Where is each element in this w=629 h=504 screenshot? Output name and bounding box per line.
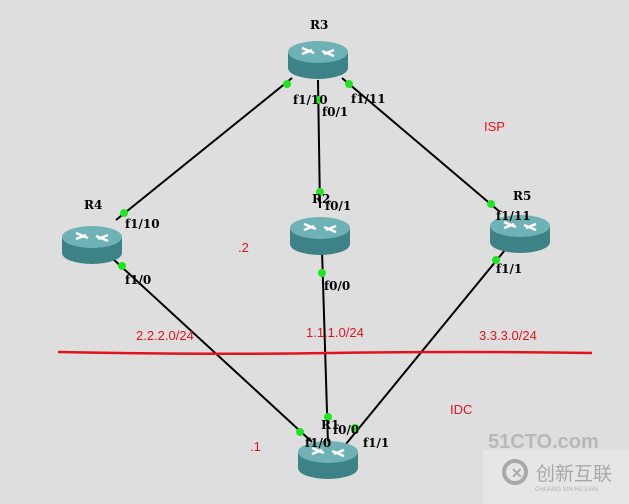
- logo-icon: ✕: [511, 465, 523, 481]
- port-dot: [492, 256, 500, 264]
- watermark-brand-en: CHUANG XIN HU LIAN: [535, 487, 598, 493]
- port-dot: [314, 96, 322, 104]
- port-dot: [318, 269, 326, 277]
- watermark-brand: 创新互联: [536, 463, 612, 485]
- port-label: f1/0: [125, 273, 151, 287]
- link-r3-r5[interactable]: [341, 77, 501, 213]
- host-label: .1: [250, 439, 261, 454]
- links: [111, 77, 506, 445]
- router-r3[interactable]: [286, 39, 350, 81]
- port-dot: [324, 413, 332, 421]
- port-dot: [316, 188, 324, 196]
- isp-label: ISP: [484, 119, 505, 134]
- port-dot: [351, 424, 359, 432]
- port-label: f0/1: [322, 105, 348, 119]
- router-r4[interactable]: [60, 224, 124, 266]
- port-label: f1/11: [496, 209, 531, 223]
- port-dot: [487, 200, 495, 208]
- port-label: f1/1: [363, 436, 389, 450]
- boundary-line: [57, 350, 593, 356]
- watermark: 51CTO.com ✕ 创新互联 CHUANG XIN HU LIAN: [483, 431, 629, 504]
- router-label-r3: R3: [310, 18, 328, 32]
- router-label-r2: R2: [312, 192, 330, 206]
- watermark-top: 51CTO.com: [488, 431, 599, 453]
- port-label: f1/1: [496, 262, 522, 276]
- port-dot: [118, 262, 126, 270]
- router-label-r5: R5: [513, 189, 531, 203]
- router-label-r4: R4: [84, 198, 102, 212]
- port-label: f1/10: [125, 217, 160, 231]
- port-label: f1/11: [351, 92, 386, 106]
- link-r5-r1[interactable]: [345, 249, 506, 445]
- router-r2[interactable]: [288, 215, 352, 257]
- idc-label: IDC: [450, 402, 472, 417]
- port-dot: [296, 428, 304, 436]
- router-label-r1: R1: [321, 418, 339, 432]
- network-label: 2.2.2.0/24: [136, 328, 194, 343]
- link-r2-r1[interactable]: [321, 249, 329, 445]
- port-label: f1/10: [293, 93, 328, 107]
- port-dot: [345, 80, 353, 88]
- network-label: 1.1.1.0/24: [306, 325, 364, 340]
- link-r3-r4[interactable]: [115, 77, 293, 221]
- port-label: f0/1: [325, 199, 351, 213]
- port-label: f1/0: [305, 436, 331, 450]
- port-dot: [120, 209, 128, 217]
- link-r4-r1[interactable]: [111, 257, 313, 443]
- port-label: f0/0: [333, 423, 359, 437]
- host-label: .2: [238, 240, 249, 255]
- port-dots: [118, 80, 500, 436]
- network-label: 3.3.3.0/24: [479, 328, 537, 343]
- port-label: f0/0: [324, 279, 350, 293]
- port-dot: [283, 80, 291, 88]
